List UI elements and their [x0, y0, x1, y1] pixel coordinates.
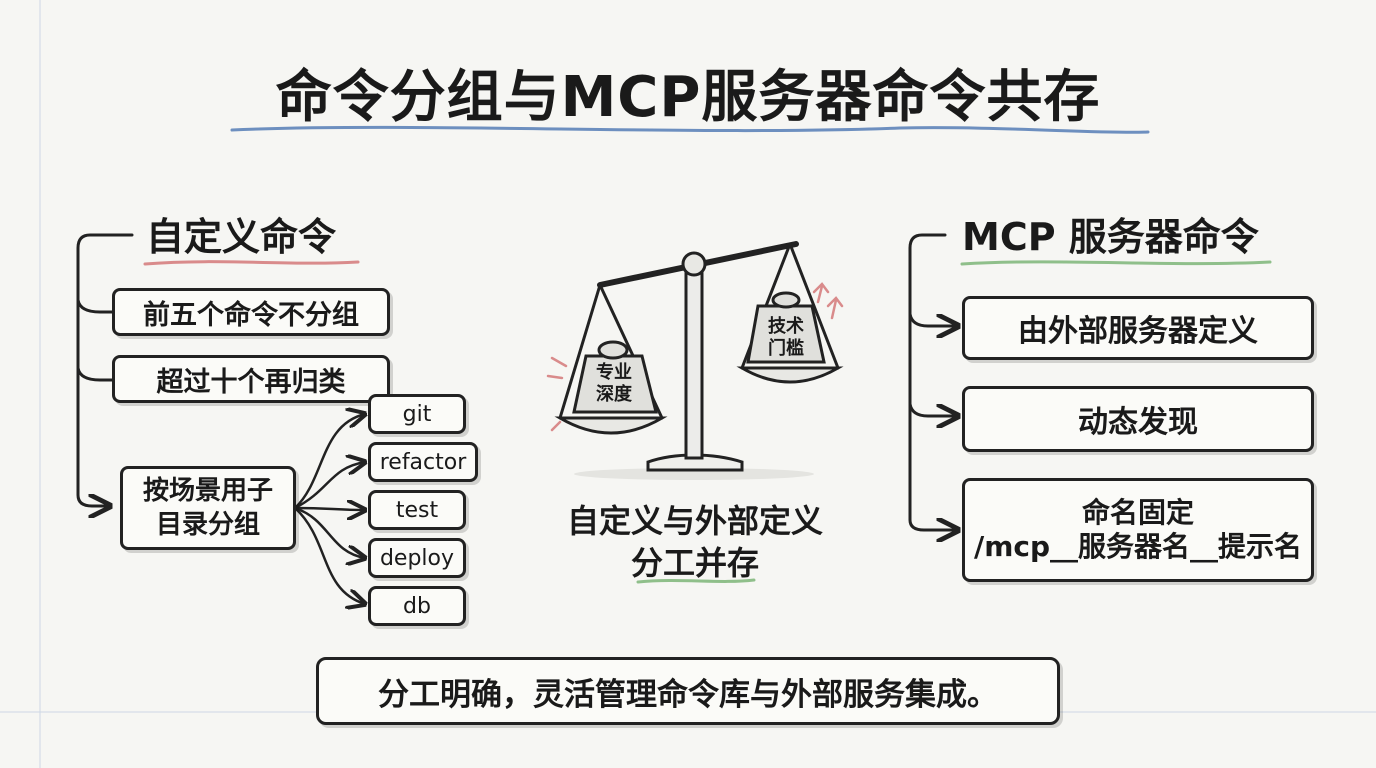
subdir-git: git [368, 394, 466, 434]
left-heading-underline [143, 260, 360, 266]
subdir-refactor: refactor [368, 442, 478, 482]
right-heading-underline [960, 260, 1272, 266]
weight-right-line1: 技术 [768, 316, 804, 337]
left-item-first-five: 前五个命令不分组 [112, 288, 390, 336]
balance-scale-icon [546, 241, 844, 480]
subdir-db: db [368, 586, 466, 626]
caption-underline [636, 578, 756, 584]
naming-line1: 命名固定 [1081, 496, 1194, 529]
left-column-heading: 自定义命令 [146, 215, 337, 259]
right-item-naming-fixed: 命名固定 /mcp__服务器名__提示名 [962, 478, 1314, 582]
balance-caption: 自定义与外部定义 分工并存 [540, 500, 850, 584]
weight-left-line2: 深度 [596, 384, 632, 405]
weight-right-line2: 门槛 [768, 338, 804, 359]
left-item-over-ten: 超过十个再归类 [112, 355, 390, 403]
group-box-line2: 目录分组 [155, 510, 260, 540]
right-item-external-defined: 由外部服务器定义 [962, 296, 1314, 360]
group-by-scene-box: 按场景用子 目录分组 [120, 466, 296, 550]
right-column-heading: MCP 服务器命令 [962, 215, 1259, 259]
right-bracket [908, 233, 958, 530]
footer-summary: 分工明确，灵活管理命令库与外部服务集成。 [316, 657, 1060, 725]
title-underline [230, 125, 1150, 134]
weight-right-label: 技术 门槛 [758, 316, 814, 360]
caption-line2: 分工并存 [630, 544, 759, 582]
naming-line2: /mcp__服务器名__提示名 [973, 530, 1303, 563]
weight-left-label: 专业 深度 [586, 362, 642, 406]
caption-line1: 自定义与外部定义 [566, 502, 823, 540]
subdir-deploy: deploy [368, 538, 466, 578]
weight-left-line1: 专业 [596, 362, 632, 383]
subdir-arrows [293, 414, 365, 604]
page-title: 命令分组与MCP服务器命令共存 [275, 65, 1101, 130]
subdir-test: test [368, 490, 466, 530]
right-item-dynamic-discovery: 动态发现 [962, 386, 1314, 452]
group-box-line1: 按场景用子 [142, 476, 273, 506]
